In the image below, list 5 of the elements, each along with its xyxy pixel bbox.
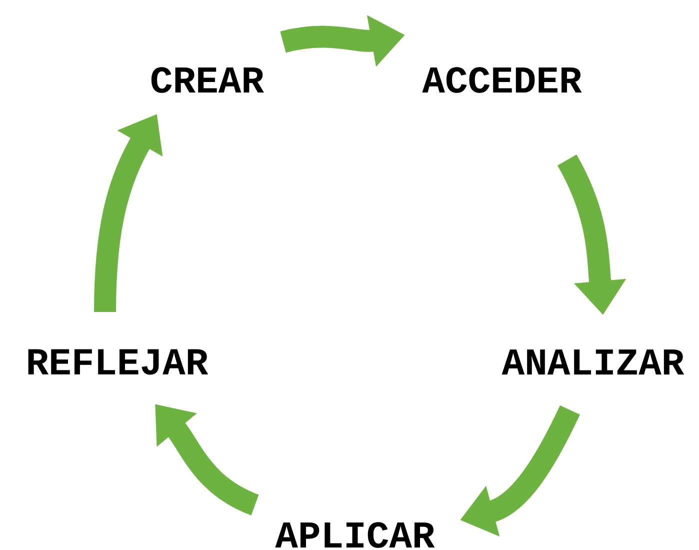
stage-label: REFLEJAR [28, 349, 208, 375]
stage-label: ANALIZAR [502, 350, 684, 375]
stage-label: APLICAR [275, 522, 435, 548]
stage-label: ACCEDER [422, 67, 582, 93]
stage-label: CREAR [151, 67, 264, 93]
